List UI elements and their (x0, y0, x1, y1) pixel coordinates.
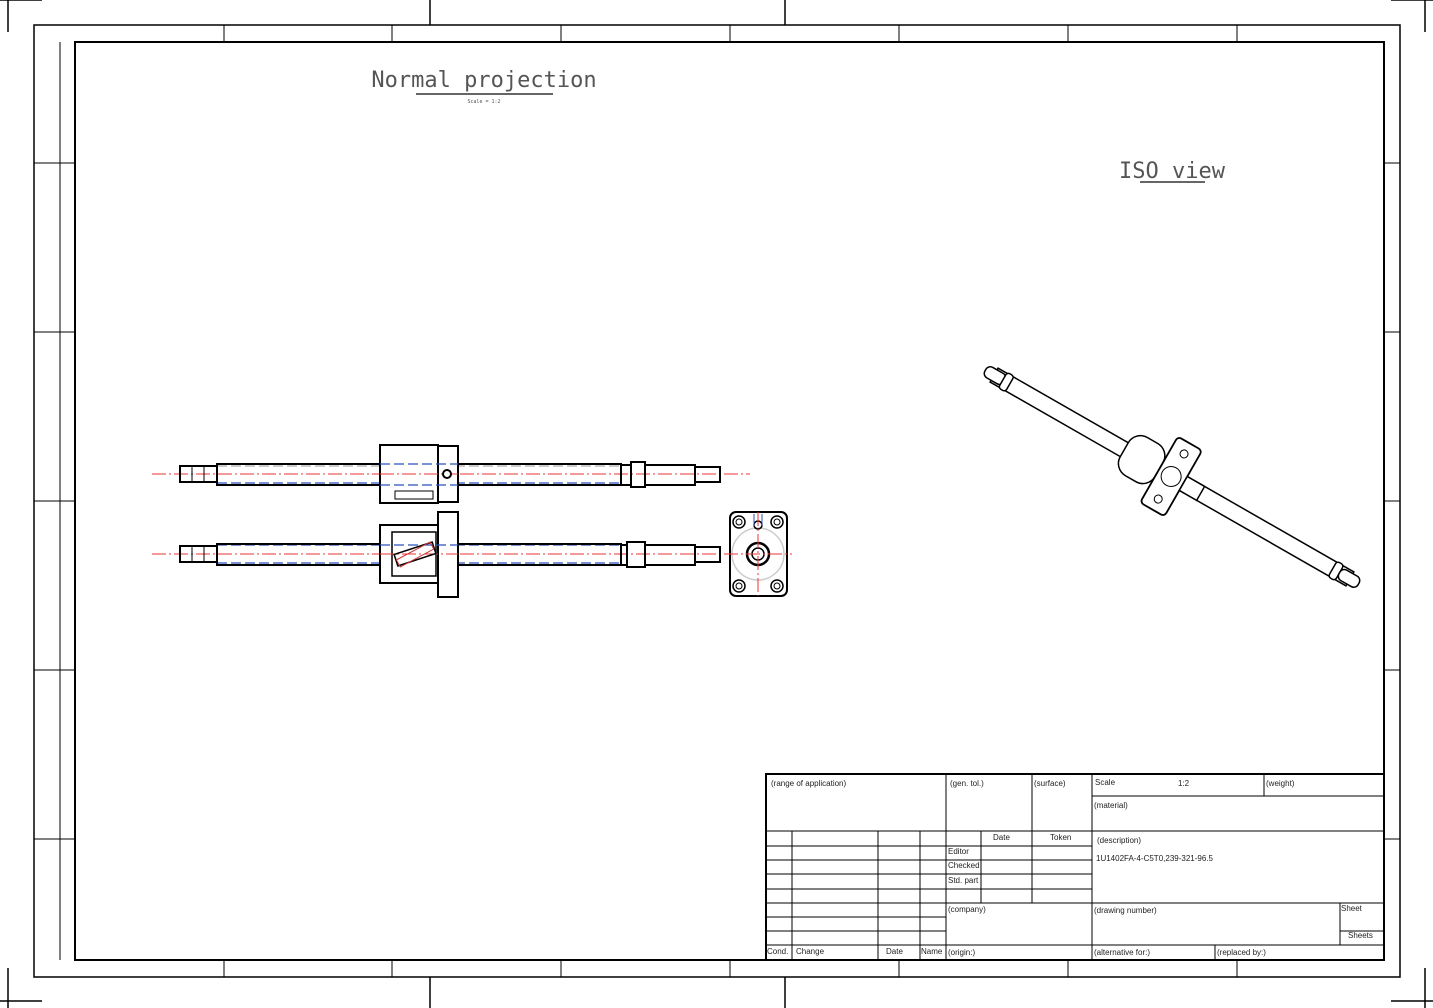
sheet-label: Sheet (1341, 904, 1363, 913)
gen-tol-label: (gen. tol.) (950, 779, 984, 788)
normal-projection-scale: Scale = 1:2 (467, 99, 500, 105)
sheets-label: Sheets (1348, 931, 1373, 940)
range-of-application-label: (range of application) (771, 779, 846, 788)
change-label: Change (796, 947, 825, 956)
token-header: Token (1050, 833, 1071, 842)
description-label: (description) (1097, 836, 1141, 845)
surface-label: (surface) (1034, 779, 1066, 788)
weight-label: (weight) (1266, 779, 1295, 788)
top-view[interactable] (152, 511, 750, 598)
title-block (765, 773, 1385, 961)
end-view[interactable] (724, 511, 792, 597)
origin-label: (origin:) (948, 948, 975, 957)
scale-label: Scale (1095, 778, 1116, 787)
description-value: 1U1402FA-4-C5T0,239-321-96.5 (1096, 854, 1214, 863)
cond-label: Cond. (767, 947, 788, 956)
iso-view[interactable] (967, 337, 1378, 617)
iso-view-title: ISO view (1119, 159, 1226, 184)
scale-value: 1:2 (1178, 779, 1190, 788)
normal-projection-title: Normal projection (371, 68, 596, 93)
checked-label: Checked (948, 861, 980, 870)
material-label: (material) (1094, 801, 1128, 810)
name-label: Name (921, 947, 943, 956)
date-header: Date (993, 833, 1010, 842)
replaced-by-label: (replaced by:) (1217, 948, 1266, 957)
editor-label: Editor (948, 847, 969, 856)
alternative-for-label: (alternative for:) (1094, 948, 1150, 957)
std-part-label: Std. part (948, 876, 979, 885)
front-view[interactable] (152, 444, 750, 504)
title-block-labels: (range of application) (gen. tol.) (surf… (767, 778, 1373, 957)
drawing-number-label: (drawing number) (1094, 906, 1157, 915)
date-label: Date (886, 947, 903, 956)
company-label: (company) (948, 905, 986, 914)
